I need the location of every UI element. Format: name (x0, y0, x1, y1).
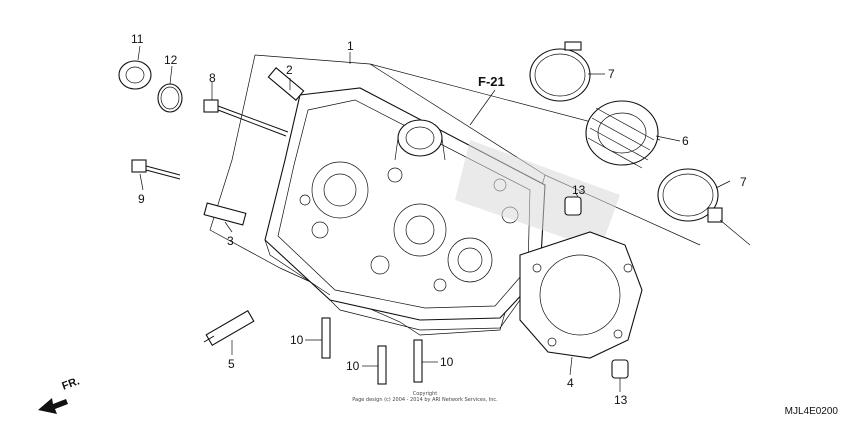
callout-8: 8 (209, 71, 216, 85)
copyright-line-2: Page design (c) 2004 - 2014 by ARI Netwo… (352, 397, 498, 403)
spark-plug (203, 310, 255, 346)
callout-1: 1 (347, 39, 354, 53)
leader-lines (137, 45, 731, 392)
callout-13a: 13 (572, 183, 586, 197)
callout-5: 5 (228, 357, 235, 371)
reference-label: F-21 (478, 74, 505, 89)
copyright-notice: Copyright Page design (c) 2004 - 2014 by… (300, 391, 550, 403)
dowel-13-upper (564, 196, 582, 216)
copyright-line-1: Copyright (412, 391, 438, 397)
shading-band (455, 140, 620, 250)
callout-6: 6 (682, 134, 689, 148)
cylinder-head (264, 87, 546, 331)
callout-9: 9 (138, 192, 145, 206)
stud-bolt-b (377, 345, 387, 385)
bolt-8 (203, 99, 289, 137)
hose-clamp-lower (657, 168, 723, 223)
dowel-pin-3 (203, 202, 247, 226)
hose-clamp-top (529, 41, 591, 102)
stud-bolt-c (413, 339, 423, 383)
leader-clamp-lower (719, 219, 751, 246)
o-ring (157, 83, 183, 113)
bolt-9 (131, 159, 181, 180)
head-gasket (519, 231, 643, 359)
front-arrow-icon (38, 398, 68, 414)
dowel-13-lower (611, 359, 629, 379)
callout-3: 3 (227, 234, 234, 248)
callout-4: 4 (567, 376, 574, 390)
callout-11: 11 (131, 32, 144, 46)
callout-13b: 13 (614, 393, 628, 407)
seal-part (118, 60, 152, 90)
callout-12: 12 (164, 53, 178, 67)
callout-10a: 10 (290, 333, 304, 347)
callout-7b: 7 (740, 175, 747, 189)
stud-bolt-a (321, 317, 331, 359)
insulator (585, 100, 659, 169)
callout-10b: 10 (346, 359, 360, 373)
diagram-code: MJL4E0200 (784, 406, 838, 417)
callout-2: 2 (286, 63, 293, 77)
callout-7a: 7 (608, 67, 615, 81)
intake-port (394, 119, 446, 161)
callout-10c: 10 (440, 355, 454, 369)
